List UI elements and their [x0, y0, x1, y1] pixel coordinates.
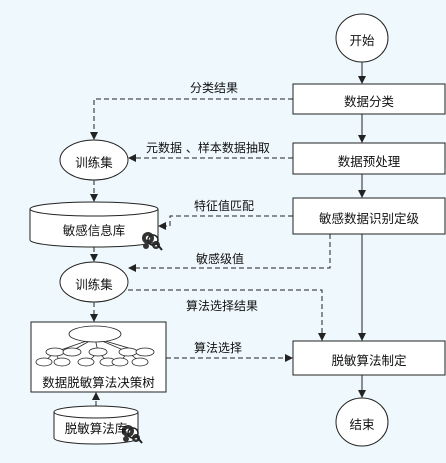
edge-label-sensitivity-level: 敏感级值 [196, 252, 245, 266]
identify-box [292, 197, 446, 235]
classify-label: 数据分类 [343, 94, 394, 109]
identify-label: 敏感数据识别定级 [318, 211, 419, 226]
preprocess-label: 数据预处理 [337, 154, 401, 169]
classify-box [292, 83, 446, 115]
algorithm-box [292, 340, 446, 376]
edge-classify-result [90, 98, 293, 140]
algorithm-label: 脱敏算法制定 [331, 353, 407, 368]
sensitive-db-top [29, 201, 159, 217]
training-set-2-label: 训练集 [75, 277, 113, 292]
training-set-1-label: 训练集 [75, 155, 113, 170]
edge-label-algo-select-result: 算法选择结果 [186, 299, 259, 313]
preprocess-box [292, 142, 446, 175]
gear-magnifier-icon [122, 425, 143, 444]
edge-sensitivity-level [128, 234, 331, 272]
end-node [335, 397, 389, 447]
edge-label-feature-match: 特征值匹配 [194, 199, 255, 213]
edge-feature-match [158, 215, 293, 230]
edge-algo-select-result [128, 289, 326, 341]
edge-label-classify-result: 分类结果 [190, 81, 239, 95]
algo-lib-label: 脱敏算法库 [64, 421, 128, 436]
decision-tree-label: 数据脱敏算法决策树 [42, 375, 155, 390]
gear-magnifier-icon [142, 232, 163, 251]
end-label: 结束 [349, 417, 375, 432]
sensitive-db-label: 敏感信息库 [62, 223, 126, 238]
start-label: 开始 [349, 33, 375, 48]
edge-label-metadata-extract: 元数据 、样本数据抽取 [146, 141, 270, 155]
edge-label-algo-select: 算法选择 [194, 341, 243, 355]
algo-lib-top [53, 405, 139, 419]
tree-graphic [35, 325, 155, 367]
